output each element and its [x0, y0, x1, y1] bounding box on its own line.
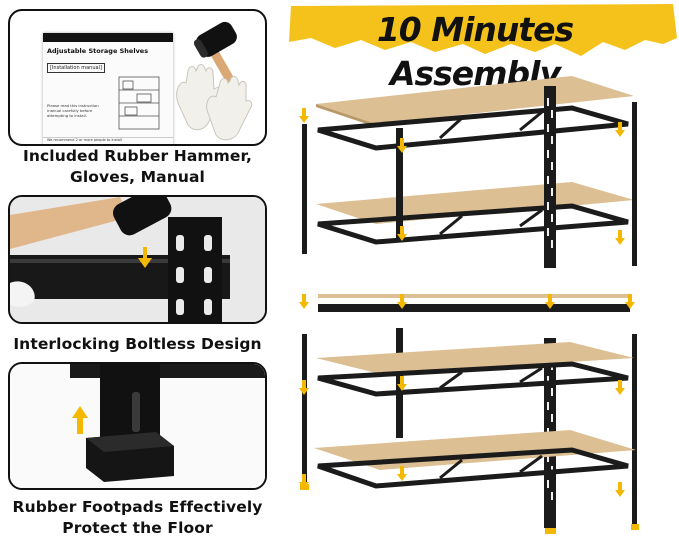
- arrow-up-icon: [72, 406, 88, 434]
- arrow-down-icon: [138, 247, 152, 268]
- installation-manual: Adjustable Storage Shelves [Installation…: [43, 33, 173, 144]
- rubber-hammer-icon: [193, 21, 237, 87]
- manual-footer-text: We recommend 2 or more people to install: [47, 138, 122, 142]
- exploded-shelf-assembly-diagram: [299, 76, 639, 534]
- shelf-sketch-icon: [118, 76, 160, 130]
- footpads-caption-line-2: Protect the Floor: [62, 519, 213, 537]
- interlocking-caption: Interlocking Boltless Design: [13, 335, 262, 353]
- footpads-caption-line-1: Rubber Footpads Effectively: [12, 498, 263, 516]
- accessories-panel: Adjustable Storage Shelves [Installation…: [8, 9, 267, 146]
- manual-title: Adjustable Storage Shelves: [47, 47, 149, 55]
- interlocking-panel: [8, 195, 267, 324]
- accessories-caption: Included Rubber Hammer, Gloves, Manual: [0, 146, 275, 188]
- accessories-caption-line-2: Gloves, Manual: [70, 168, 205, 186]
- banner-title: 10 Minutes Assembly: [376, 10, 574, 93]
- footpads-caption: Rubber Footpads Effectively Protect the …: [0, 497, 275, 539]
- manual-body-text: Please read this instruction manual care…: [47, 103, 99, 118]
- manual-subtitle: [Installation manual]: [47, 63, 105, 73]
- accessories-caption-line-1: Included Rubber Hammer,: [23, 147, 252, 165]
- interlocking-closeup-image: [10, 197, 265, 322]
- footpads-panel: [8, 362, 267, 490]
- title-banner-brush: [289, 4, 677, 56]
- gloves-icon: [176, 64, 253, 141]
- footpad-image: [10, 364, 265, 488]
